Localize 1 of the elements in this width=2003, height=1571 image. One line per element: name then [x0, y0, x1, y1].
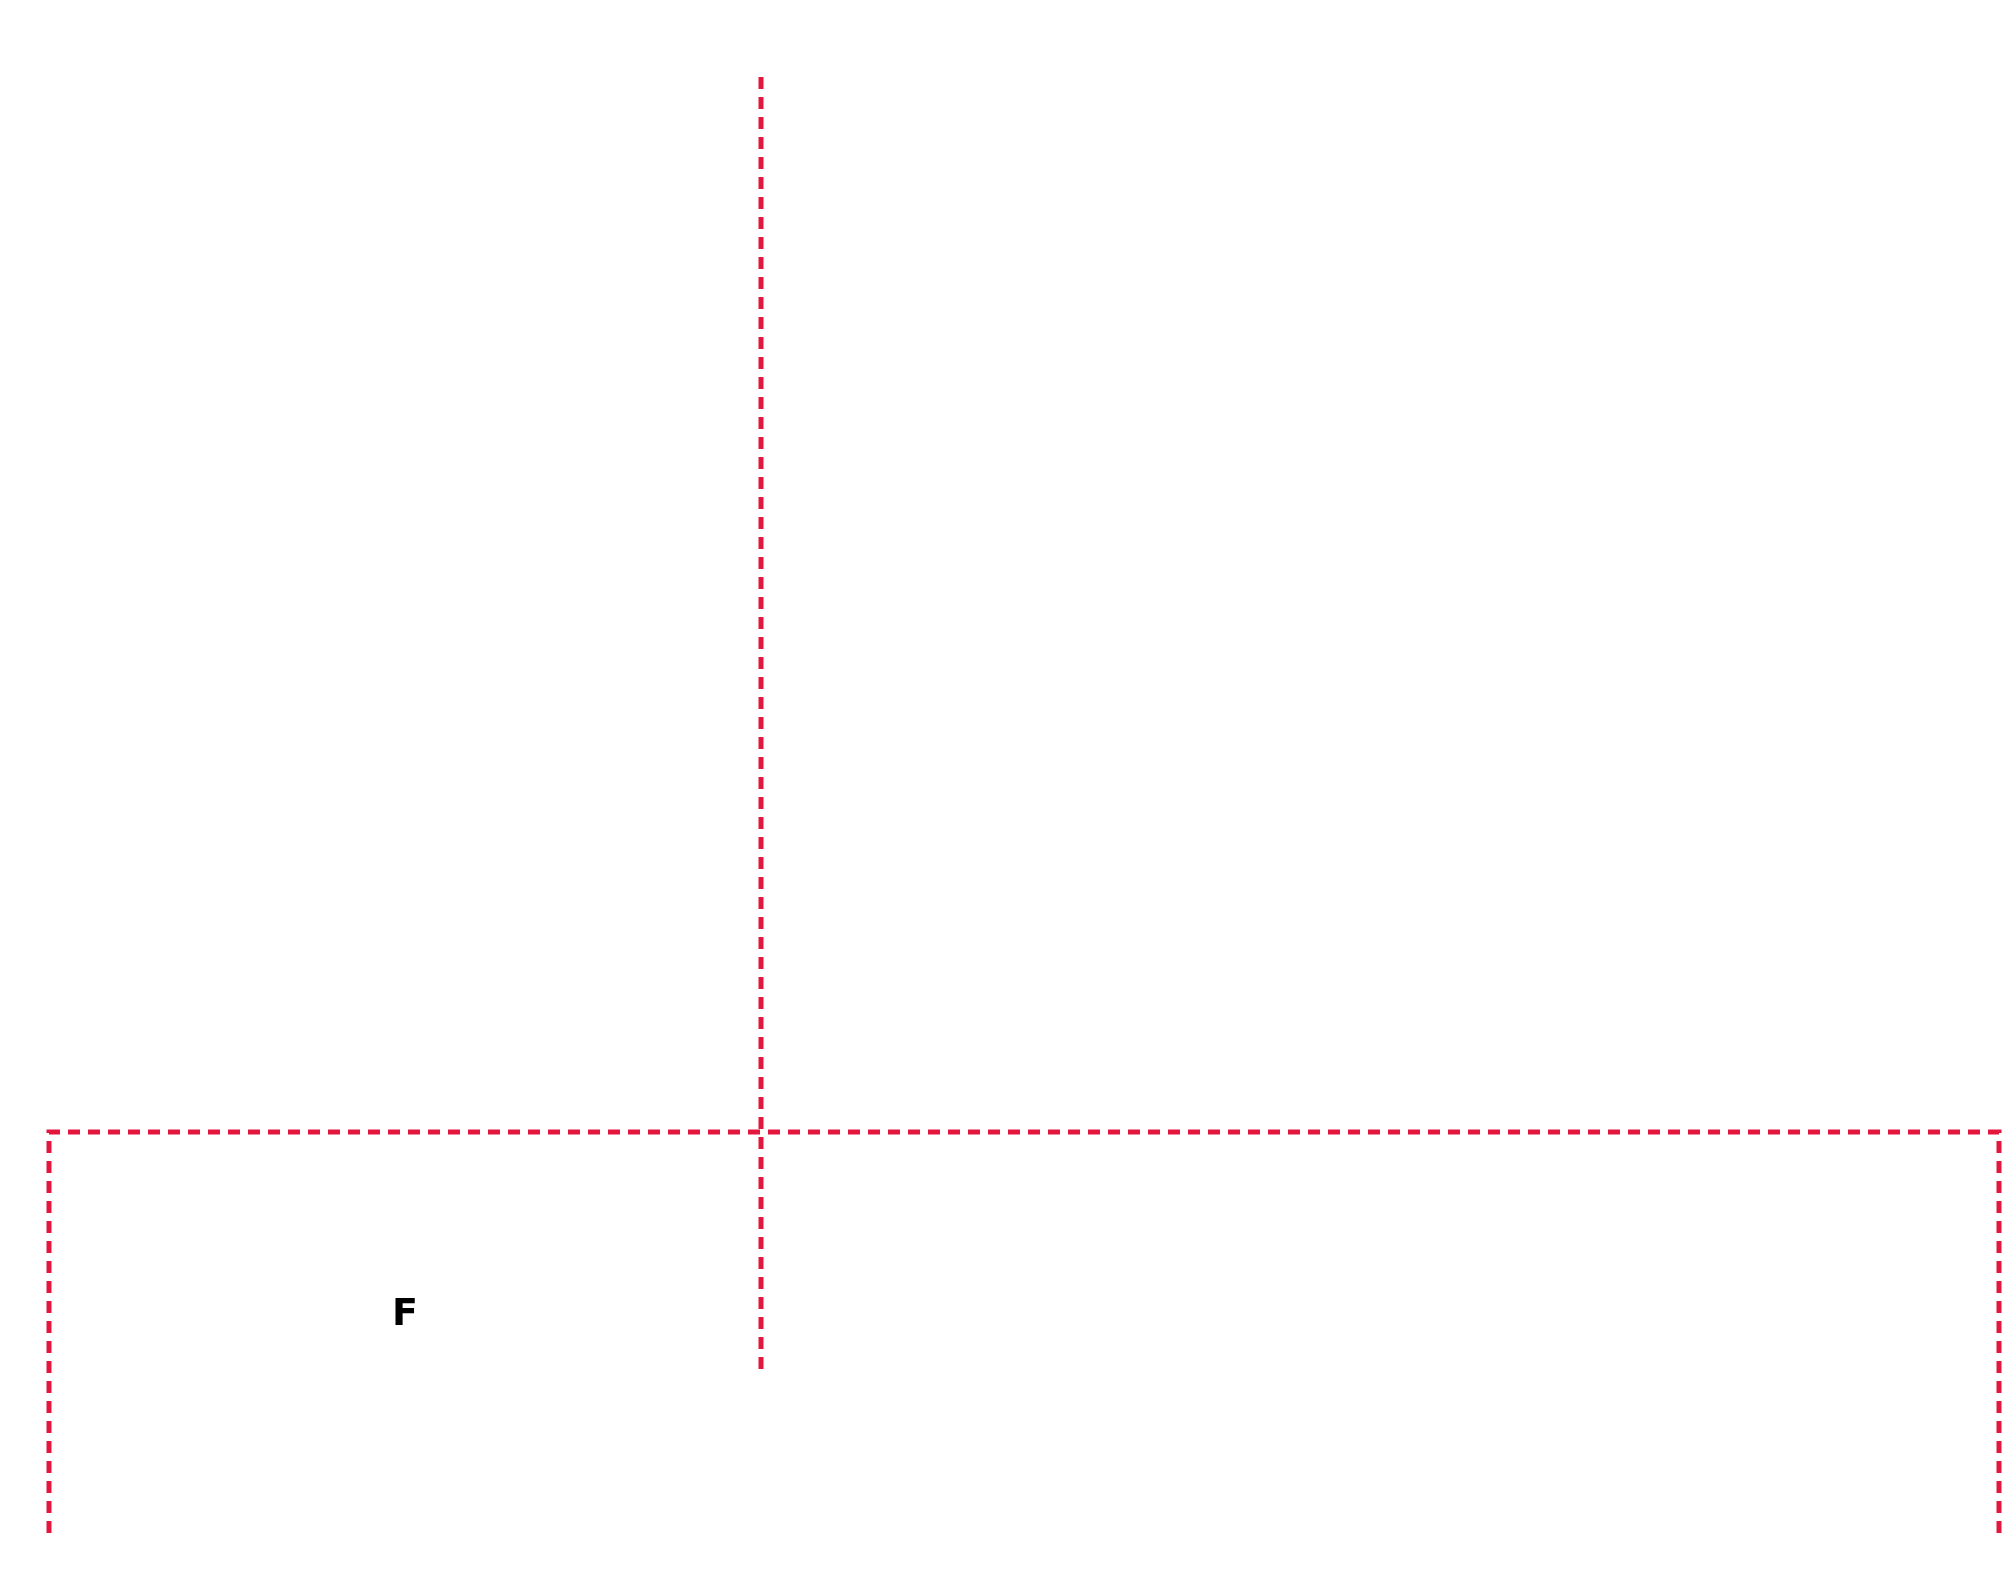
part-label: F	[392, 1293, 418, 1331]
